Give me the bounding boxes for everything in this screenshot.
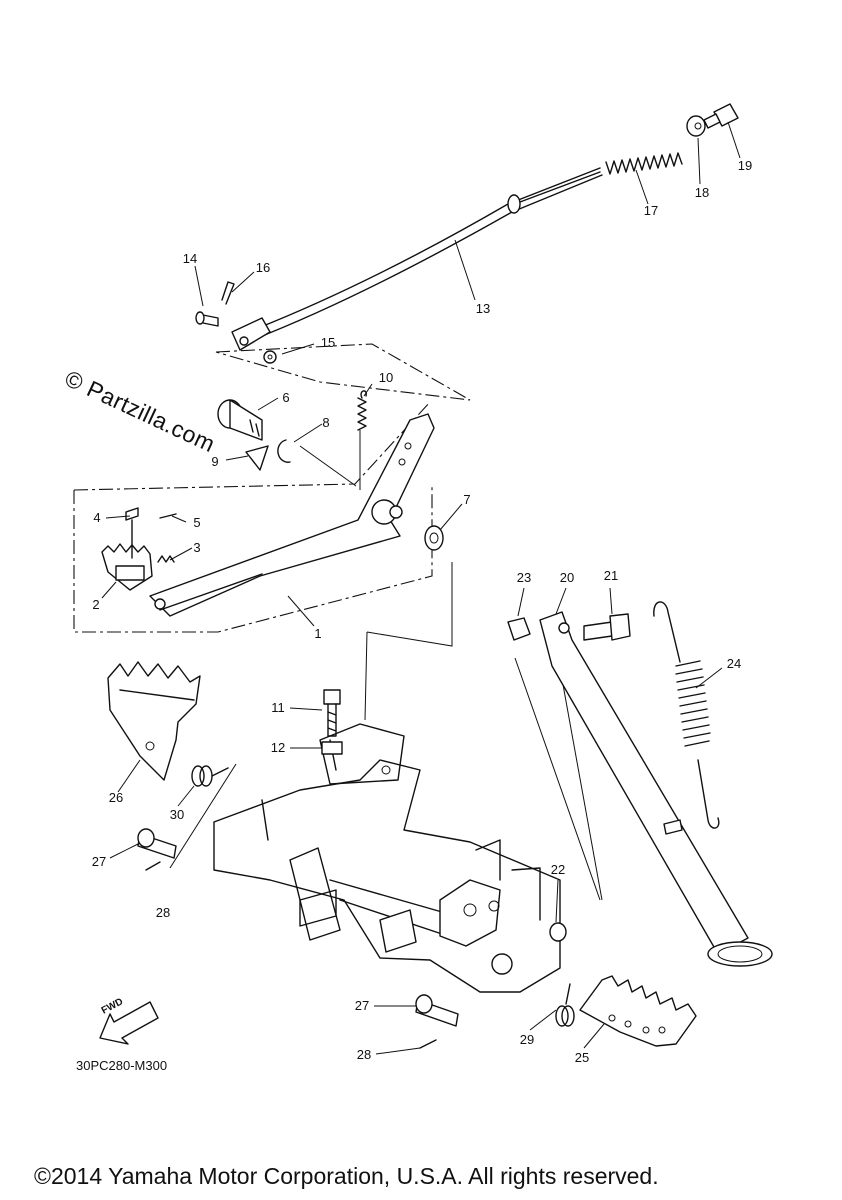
- callout-13: 13: [475, 301, 491, 316]
- brake-pedal-tip: [101, 507, 177, 591]
- callout-2: 2: [92, 597, 100, 612]
- callout-8: 8: [322, 415, 330, 430]
- rod-spring: [605, 103, 739, 175]
- callout-6: 6: [282, 390, 290, 405]
- callout-24: 24: [726, 656, 742, 671]
- leader-lines: [101, 121, 741, 1055]
- pivot-shaft: [217, 390, 367, 471]
- sidestand-spring: [653, 601, 720, 835]
- callout-28b: 28: [356, 1047, 372, 1062]
- callout-28a: 28: [155, 905, 171, 920]
- diagram-code: 30PC280-M300: [76, 1058, 168, 1073]
- brake-rod: [195, 167, 603, 364]
- callout-20: 20: [559, 570, 575, 585]
- pivot-pins: [137, 828, 459, 1049]
- callout-11: 11: [271, 700, 285, 715]
- footrest-right: [555, 975, 697, 1047]
- callout-23: 23: [516, 570, 532, 585]
- callout-15: 15: [320, 335, 336, 350]
- callout-25: 25: [574, 1050, 590, 1065]
- fwd-arrow-icon: [99, 1001, 159, 1045]
- callout-12: 12: [270, 740, 286, 755]
- copyright-notice: ©2014 Yamaha Motor Corporation, U.S.A. A…: [34, 1163, 659, 1189]
- collar: [424, 525, 444, 551]
- callout-9: 9: [211, 454, 219, 469]
- callout-16: 16: [255, 260, 271, 275]
- callout-22: 22: [550, 862, 566, 877]
- callout-4: 4: [93, 510, 101, 525]
- footrest-left: [107, 661, 229, 787]
- callout-27b: 27: [354, 998, 370, 1013]
- callout-7: 7: [463, 492, 471, 507]
- sidestand: [507, 611, 773, 967]
- callout-3: 3: [193, 540, 201, 555]
- callout-5: 5: [193, 515, 201, 530]
- callout-1: 1: [314, 626, 322, 641]
- frame: [213, 723, 561, 993]
- callout-27a: 27: [91, 854, 107, 869]
- callout-30: 30: [169, 807, 185, 822]
- callout-10: 10: [378, 370, 394, 385]
- callout-19: 19: [737, 158, 753, 173]
- callout-21: 21: [603, 568, 619, 583]
- callout-17: 17: [643, 203, 659, 218]
- brake-pedal: [149, 413, 435, 617]
- callout-14: 14: [182, 251, 198, 266]
- callout-29: 29: [519, 1032, 535, 1047]
- callout-18: 18: [694, 185, 710, 200]
- callout-26: 26: [108, 790, 124, 805]
- bolt-nut: [321, 689, 343, 755]
